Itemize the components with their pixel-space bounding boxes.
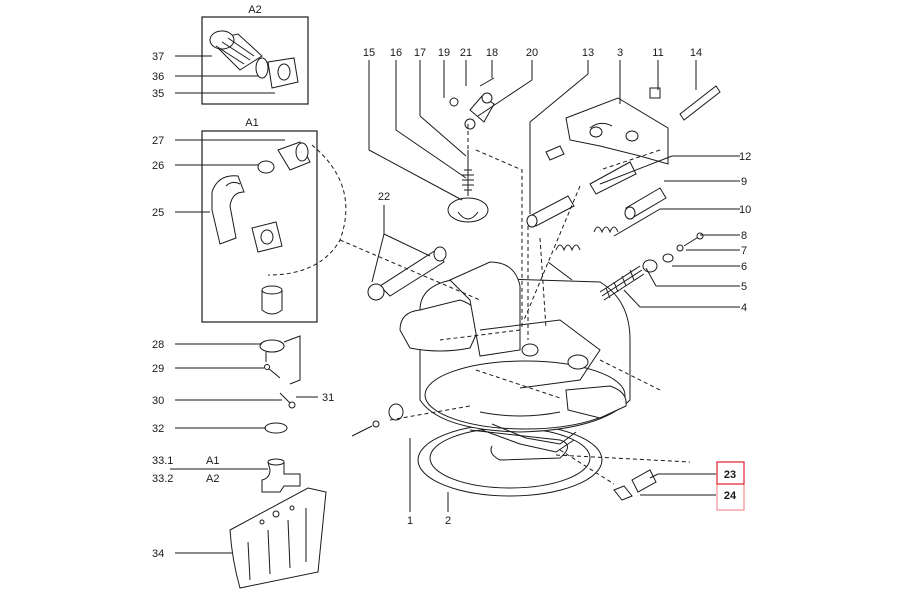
label-34: 34 [152, 548, 164, 560]
part-foot-15 [447, 197, 489, 223]
label-14: 14 [690, 47, 702, 59]
part-main-housing [399, 261, 631, 461]
group-box-a1: A1 27 26 25 [152, 117, 347, 323]
label-10: 10 [739, 204, 751, 216]
label-36: 36 [152, 71, 164, 83]
part-screw-30 [279, 392, 296, 409]
part-screw-18 [479, 77, 495, 87]
label-22: 22 [378, 191, 390, 203]
group-bottom-labels: 1 2 [407, 515, 451, 527]
part-coil-spring-4 [599, 265, 645, 301]
label-21: 21 [460, 47, 472, 59]
label-15: 15 [363, 47, 375, 59]
part-torsion-spring-10 [547, 226, 619, 281]
label-12: 12 [739, 151, 751, 163]
label-20: 20 [526, 47, 538, 59]
label-5: 5 [741, 281, 747, 293]
part-washer-7 [676, 244, 684, 252]
label-33-2: 33.2 [152, 473, 173, 485]
label-30: 30 [152, 395, 164, 407]
part-rod-14 [679, 85, 721, 121]
box-a2-title: A2 [248, 4, 261, 16]
box-a1-title: A1 [245, 117, 258, 129]
label-29: 29 [152, 363, 164, 375]
part-plug-a1 [261, 285, 283, 315]
part-clamp-32 [264, 422, 288, 434]
part-t-connector [261, 458, 301, 493]
part-bolt-11 [649, 87, 661, 99]
part-screw-29 [264, 364, 281, 379]
part-collar-5 [642, 259, 658, 273]
part-cable-23-24 [559, 449, 657, 501]
group-box-a2: A2 37 36 35 [152, 4, 309, 105]
label-18: 18 [486, 47, 498, 59]
part-grille-panel [229, 487, 327, 589]
part-handle-bottom [481, 423, 577, 453]
part-screw-bracket [545, 145, 565, 161]
part-washer-6 [662, 253, 674, 263]
label-2: 2 [445, 515, 451, 527]
group-callout-leaders [368, 60, 740, 512]
label-35: 35 [152, 88, 164, 100]
label-8: 8 [741, 230, 747, 242]
group-top-labels: 15 16 17 19 21 18 20 13 3 11 14 22 [363, 47, 702, 203]
label-27: 27 [152, 135, 164, 147]
label-33-1: 33.1 [152, 455, 173, 467]
label-4: 4 [741, 302, 747, 314]
part-bracket-clamp [259, 335, 301, 385]
guide-dashed-lines [339, 124, 691, 463]
label-25: 25 [152, 207, 164, 219]
label-6: 6 [741, 261, 747, 273]
part-elbow-hose-a1 [211, 175, 245, 245]
part-clamp-ring-a1 [257, 160, 275, 174]
part-hose-a2 [208, 30, 263, 71]
part-bracket-3 [565, 97, 669, 165]
part-link-21 [464, 92, 495, 130]
label-17: 17 [414, 47, 426, 59]
label-24: 24 [724, 490, 737, 502]
part-clamp-ring-a2 [255, 57, 269, 79]
box-a2-frame [201, 16, 309, 105]
group-lower-left-parts: 28 29 30 31 32 33.1 A1 33.2 A2 34 [152, 335, 334, 589]
label-16: 16 [390, 47, 402, 59]
highlight-box-24 [716, 483, 745, 511]
part-spring-16 [462, 150, 474, 196]
label-32: 32 [152, 423, 164, 435]
part-pin-13 [526, 161, 637, 228]
group-highlighted-callouts: 23 24 [716, 461, 745, 511]
label-3: 3 [617, 47, 623, 59]
group-right-labels: 12 9 10 8 7 6 5 4 [739, 151, 751, 314]
label-31: 31 [322, 392, 334, 404]
part-tube-22 [367, 246, 447, 301]
box-a1-frame [201, 130, 318, 323]
part-flange-a1 [251, 221, 283, 253]
label-13: 13 [582, 47, 594, 59]
label-23: 23 [724, 469, 736, 481]
label-28: 28 [152, 339, 164, 351]
part-bushing-9 [624, 187, 667, 220]
label-33-1-ref: A1 [206, 455, 219, 467]
label-1: 1 [407, 515, 413, 527]
part-flange-a2 [267, 57, 299, 89]
label-19: 19 [438, 47, 450, 59]
label-9: 9 [741, 176, 747, 188]
part-coupling-a1 [277, 141, 311, 171]
label-37: 37 [152, 51, 164, 63]
part-washer-left [351, 403, 404, 437]
label-7: 7 [741, 245, 747, 257]
part-nut-19 [449, 97, 459, 107]
label-33-2-ref: A2 [206, 473, 219, 485]
label-26: 26 [152, 160, 164, 172]
label-11: 11 [652, 47, 663, 59]
